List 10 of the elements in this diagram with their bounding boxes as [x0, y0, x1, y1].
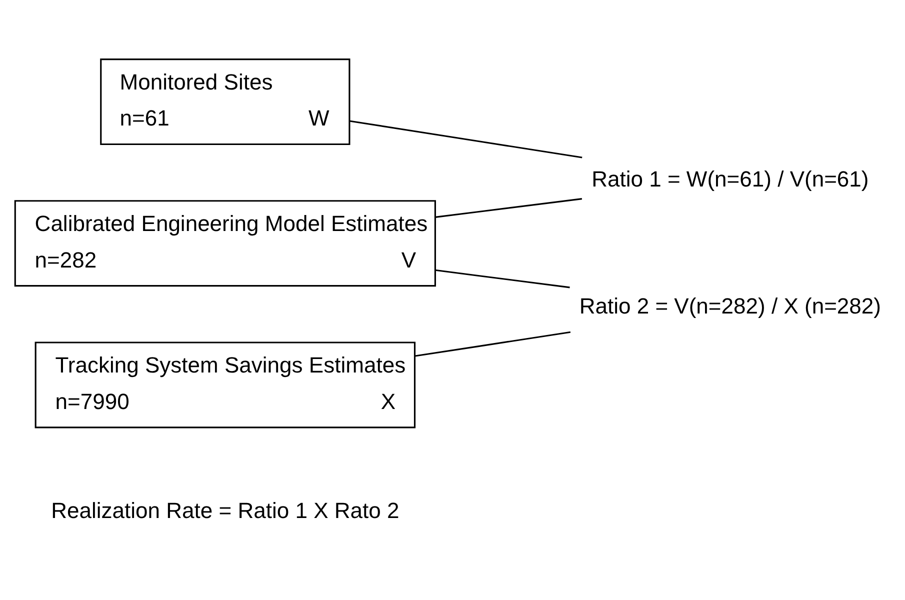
- label: Realization Rate = Ratio 1 X Rato 2: [51, 498, 400, 524]
- connector: [414, 331, 571, 357]
- connector: [349, 120, 582, 158]
- connector: [435, 198, 582, 218]
- node-box: Calibrated Engineering Model Estimates n=282 V: [14, 200, 436, 287]
- node-box: Monitored Sites n=61 W: [100, 58, 350, 146]
- node-box: Tracking System Savings Estimates n=7990 X: [34, 342, 416, 428]
- node-text: Ratio 2 = V(n=282) / X (n=282): [579, 294, 882, 319]
- connector: [435, 269, 570, 288]
- node-text: Ratio 1 = W(n=61) / V(n=61): [592, 166, 869, 192]
